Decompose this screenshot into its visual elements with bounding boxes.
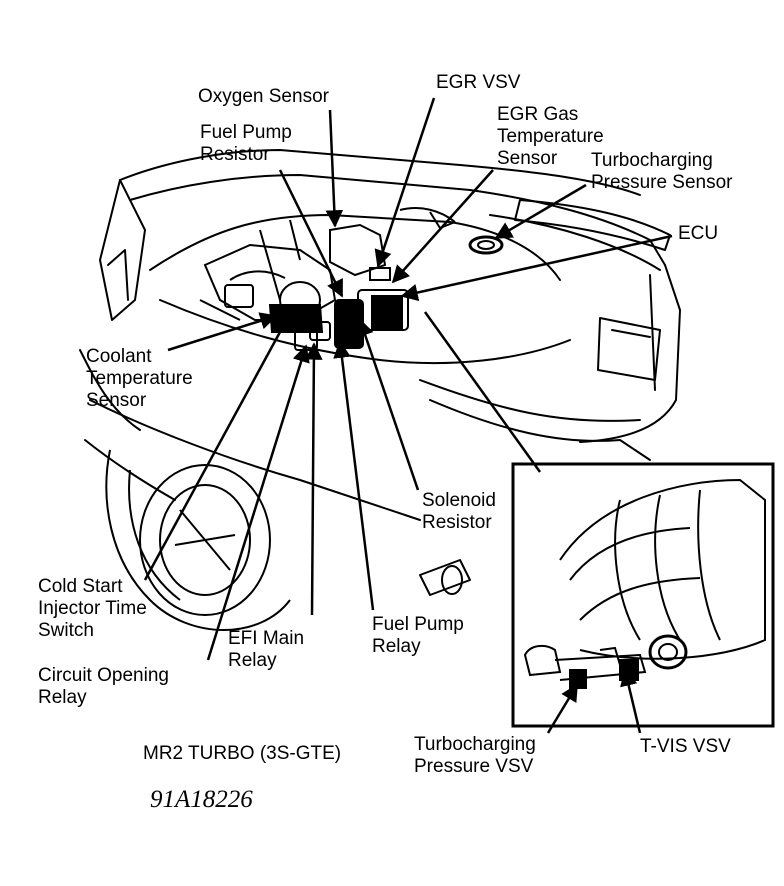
figure-code: 91A18226 <box>150 786 253 813</box>
leader-solenoid-resistor <box>356 318 420 491</box>
rear-wheel <box>105 449 291 631</box>
leader-egr-gas-temp <box>391 169 494 284</box>
inset-connector-line <box>423 311 542 473</box>
label-oxygen-sensor: Oxygen Sensor <box>198 86 329 107</box>
leader-lines <box>143 97 673 734</box>
leader-circuit-opening <box>206 344 310 661</box>
leader-fuel-pump-resistor <box>278 169 344 298</box>
leader-efi-main <box>305 342 323 616</box>
caption-model: MR2 TURBO (3S-GTE) <box>143 743 342 764</box>
leader-oxygen-sensor <box>325 109 344 228</box>
leader-cold-start <box>143 308 294 581</box>
label-egr-vsv: EGR VSV <box>436 72 521 93</box>
label-ecu: ECU <box>678 223 719 244</box>
leader-turbo-pressure-vsv <box>546 683 579 734</box>
leader-turbo-pressure-sensor <box>494 183 587 240</box>
engine-components <box>199 207 504 351</box>
tvis-detail-inset <box>511 462 775 728</box>
leader-egr-vsv <box>374 97 436 268</box>
leader-coolant-temp <box>167 312 278 352</box>
label-tvis-vsv: T-VIS VSV <box>640 736 731 757</box>
leader-fuel-pump-relay <box>333 340 375 611</box>
leader-tvis-vsv <box>620 668 642 734</box>
leader-ecu <box>400 234 673 302</box>
